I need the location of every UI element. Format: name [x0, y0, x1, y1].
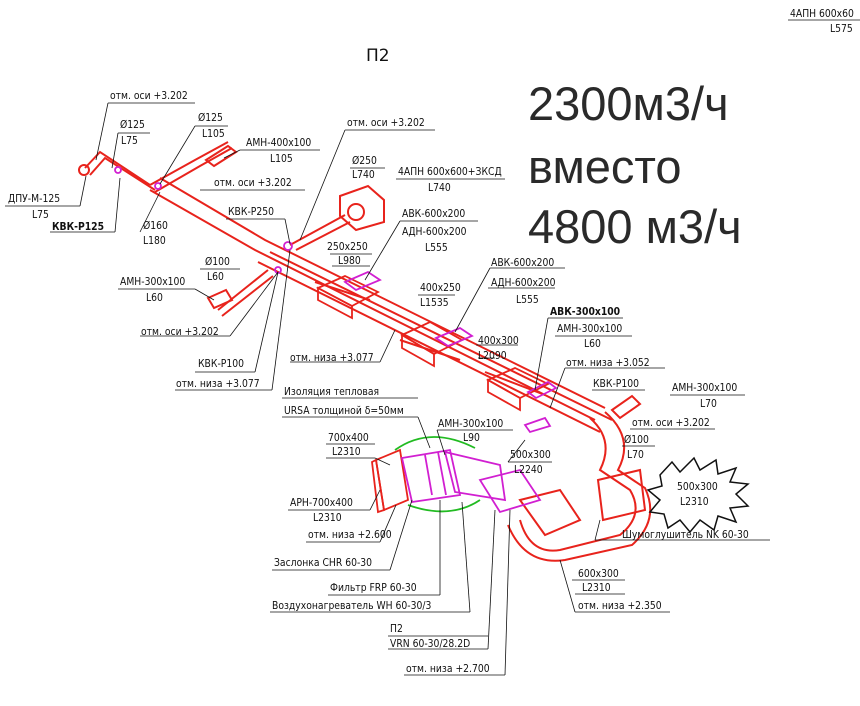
- label-niz3077a: отм. низа +3.077: [290, 352, 374, 364]
- label-l60c: L60: [584, 338, 601, 350]
- diagram-title: П2: [366, 46, 390, 66]
- label-axis-r: отм. оси +3.202: [214, 177, 292, 189]
- label-l75b: L75: [32, 209, 49, 221]
- label-d400: 400х250: [420, 282, 461, 294]
- label-l555b: L555: [516, 294, 539, 306]
- label-amn400: АМН-400х100: [246, 137, 312, 149]
- label-amn300d: АМН-300х100: [438, 418, 504, 430]
- label-d500b: 500х300: [677, 481, 718, 493]
- label-d250x: 250х250: [327, 241, 368, 253]
- highlight-starburst: [646, 456, 750, 534]
- label-d125b: Ø125: [198, 112, 223, 124]
- label-l740b: L740: [428, 182, 451, 194]
- label-vrn: VRN 60-30/28.2D: [390, 638, 471, 650]
- label-axis-mid: отм. оси +3.202: [347, 117, 425, 129]
- label-niz3052: отм. низа +3.052: [566, 357, 650, 369]
- label-axis-top: отм. оси +3.202: [110, 90, 188, 102]
- label-l90: L90: [463, 432, 480, 444]
- label-l2240: L2240: [514, 464, 543, 476]
- label-d100a: Ø100: [205, 256, 230, 268]
- label-adn600b: АДН-600х200: [491, 277, 556, 289]
- main-trunk-duct: [149, 177, 613, 433]
- note-line-1: 2300м3/ч: [528, 77, 729, 130]
- label-l2310d: L2310: [582, 582, 611, 594]
- label-dpu: ДПУ-М-125: [8, 193, 61, 205]
- label-kvk100a: КВК-Р100: [198, 358, 245, 370]
- label-amn300b: АМН-300х100: [557, 323, 623, 335]
- label-apn600: 4АПН 600х600+ЗКСД: [398, 166, 502, 178]
- label-niz2350: отм. низа +2.350: [578, 600, 662, 612]
- note-line-2: вместо: [528, 140, 682, 193]
- label-l740: L740: [352, 169, 375, 181]
- top-right-label-1: 4АПН 600х60: [790, 8, 854, 20]
- label-l60b: L60: [146, 292, 163, 304]
- label-iso1: Изоляция тепловая: [284, 386, 380, 398]
- label-avk300: АВК-300х100: [550, 306, 621, 318]
- label-zasl: Заслонка CHR 60-30: [274, 557, 373, 569]
- label-l70a: L70: [700, 398, 717, 410]
- label-l105a: L105: [202, 128, 225, 140]
- branch-ducts-left: [78, 141, 274, 317]
- label-amn300a: АМН-300х100: [120, 276, 186, 288]
- label-arn700: АРН-700х400: [290, 497, 353, 509]
- label-l2310b: L2310: [680, 496, 709, 508]
- label-d125a: Ø125: [120, 119, 145, 131]
- label-l105b: L105: [270, 153, 293, 165]
- label-avk600b: АВК-600х200: [491, 257, 555, 269]
- label-niz3077b: отм. низа +3.077: [176, 378, 260, 390]
- label-d250: Ø250: [352, 155, 377, 167]
- label-l2310a: L2310: [332, 446, 361, 458]
- label-l555a: L555: [425, 242, 448, 254]
- label-l1535: L1535: [420, 297, 449, 309]
- label-amn300c: АМН-300х100: [672, 382, 738, 394]
- label-d160: Ø160: [143, 220, 168, 232]
- label-p2: П2: [390, 623, 403, 635]
- label-l70b: L70: [627, 449, 644, 461]
- terminal-devices: [204, 144, 642, 420]
- label-axis-rr: отм. оси +3.202: [632, 417, 710, 429]
- label-l75a: L75: [121, 135, 138, 147]
- label-l2090: L2090: [478, 350, 507, 362]
- label-l60a: L60: [207, 271, 224, 283]
- label-d400x300: 400х300: [478, 335, 519, 347]
- label-l980: L980: [338, 255, 361, 267]
- label-niz2600: отм. низа +2.600: [308, 529, 392, 541]
- label-kvk100b: КВК-Р100: [593, 378, 640, 390]
- label-kvk125: КВК-Р125: [52, 221, 105, 233]
- label-vozd: Воздухонагреватель WH 60-30/3: [272, 600, 432, 612]
- label-d700: 700х400: [328, 432, 369, 444]
- label-avk600a: АВК-600х200: [402, 208, 466, 220]
- label-kvk250: КВК-Р250: [228, 206, 275, 218]
- note-line-3: 4800 м3/ч: [528, 200, 742, 253]
- label-adn600a: АДН-600х200: [402, 226, 467, 238]
- label-axis-l: отм. оси +3.202: [141, 326, 219, 338]
- duct-box-sections: [315, 275, 551, 412]
- leader-lines: [5, 19, 860, 676]
- label-l180: L180: [143, 235, 166, 247]
- label-d500a: 500х300: [510, 449, 551, 461]
- label-niz2700: отм. низа +2.700: [406, 663, 490, 675]
- top-right-label-2: L575: [830, 23, 853, 35]
- label-l2310c: L2310: [313, 512, 342, 524]
- label-d100b: Ø100: [624, 434, 649, 446]
- label-d600: 600х300: [578, 568, 619, 580]
- silencer-loop: [507, 411, 652, 562]
- diffusers: [114, 166, 558, 434]
- label-shum: Шумоглушитель NK 60-30: [622, 529, 749, 541]
- label-iso2: URSA толщиной δ=50мм: [284, 405, 404, 417]
- label-filtr: Фильтр FRP 60-30: [330, 582, 417, 594]
- air-handling-unit: [371, 436, 542, 514]
